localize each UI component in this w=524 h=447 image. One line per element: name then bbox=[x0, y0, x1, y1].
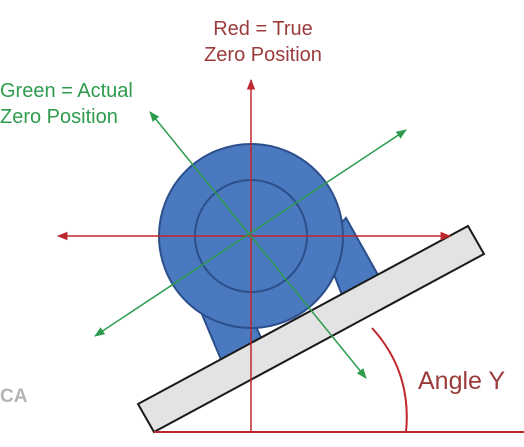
green-legend-label: Green = Actual Zero Position bbox=[0, 78, 133, 130]
red-legend-line1: Red = True bbox=[213, 18, 313, 40]
red-legend-line2: Zero Position bbox=[204, 44, 322, 66]
green-perpendicular-axis bbox=[149, 111, 367, 379]
angle-arc bbox=[371, 327, 408, 433]
red-legend-label: Red = True Zero Position bbox=[188, 16, 338, 68]
watermark-text: CA bbox=[0, 386, 28, 407]
angle-y-label: Angle Y bbox=[418, 367, 506, 395]
green-legend-line1: Green = Actual bbox=[0, 80, 133, 102]
green-legend-line2: Zero Position bbox=[0, 106, 118, 128]
